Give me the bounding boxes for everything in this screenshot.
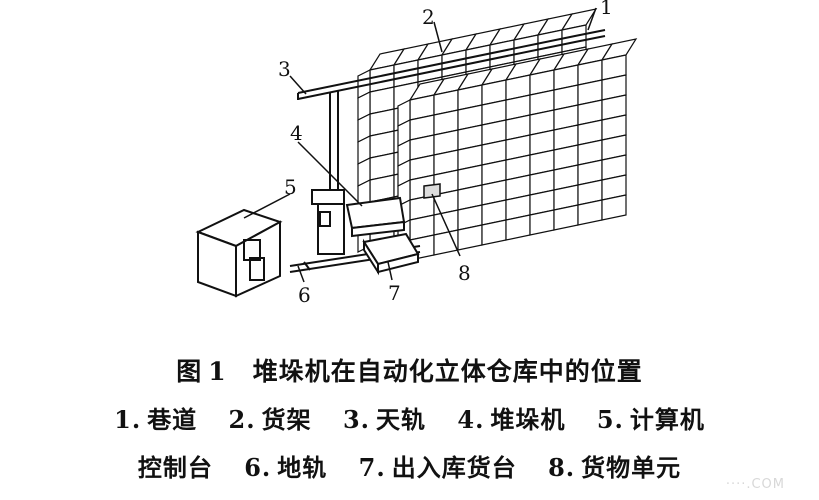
callout-2: 2: [422, 5, 435, 29]
legend-item-3: 3.天轨: [342, 405, 427, 434]
legend-item-2: 2.货架: [228, 405, 312, 434]
rack-cell: [601, 194, 627, 221]
rack-cell: [529, 209, 555, 236]
legend-line-1: 1.巷道 2.货架 3.天轨 4.堆垛机 5.计算机: [0, 400, 819, 435]
top-rail: [297, 29, 606, 100]
legend-item-7: 7.出入库货台: [358, 453, 517, 482]
rack-cell: [577, 199, 603, 226]
rack-cell: [505, 214, 531, 241]
leader-lines: [243, 7, 597, 283]
legend-line-2: 控制台 6.地轨 7.出入库货台 8.货物单元: [0, 448, 819, 483]
figure-label: 图: [176, 357, 203, 386]
figure-title: 堆垛机在自动化立体仓库中的位置: [252, 357, 643, 386]
callout-6: 6: [298, 283, 311, 307]
io-station: [362, 232, 420, 276]
legend-item-8: 8.货物单元: [548, 453, 682, 482]
goods-unit: [423, 183, 441, 199]
callout-8: 8: [458, 261, 471, 285]
callout-5: 5: [284, 175, 297, 199]
stacker-crane: [311, 90, 406, 255]
rack-cell: [481, 219, 507, 246]
callout-3: 3: [278, 57, 291, 81]
legend-item-5-continued: 控制台: [137, 453, 213, 482]
callout-7: 7: [388, 281, 401, 305]
callout-1: 1: [600, 0, 613, 19]
legend-item-1: 1.巷道: [114, 405, 198, 434]
callout-labels: 1 2 3 4 5 6 7 8: [278, 0, 613, 307]
figure-number: 1: [208, 357, 227, 386]
legend-item-5: 5.计算机: [596, 405, 705, 434]
legend-item-6: 6.地轨: [244, 453, 328, 482]
legend-item-4: 4.堆垛机: [457, 405, 566, 434]
rack-cell: [553, 204, 579, 231]
callout-4: 4: [290, 121, 303, 145]
warehouse-diagram: 1 2 3 4 5 6 7 8: [195, 0, 638, 307]
watermark: ····.COM: [725, 477, 785, 492]
rack-cell: [457, 224, 483, 251]
computer-console: [195, 208, 283, 298]
